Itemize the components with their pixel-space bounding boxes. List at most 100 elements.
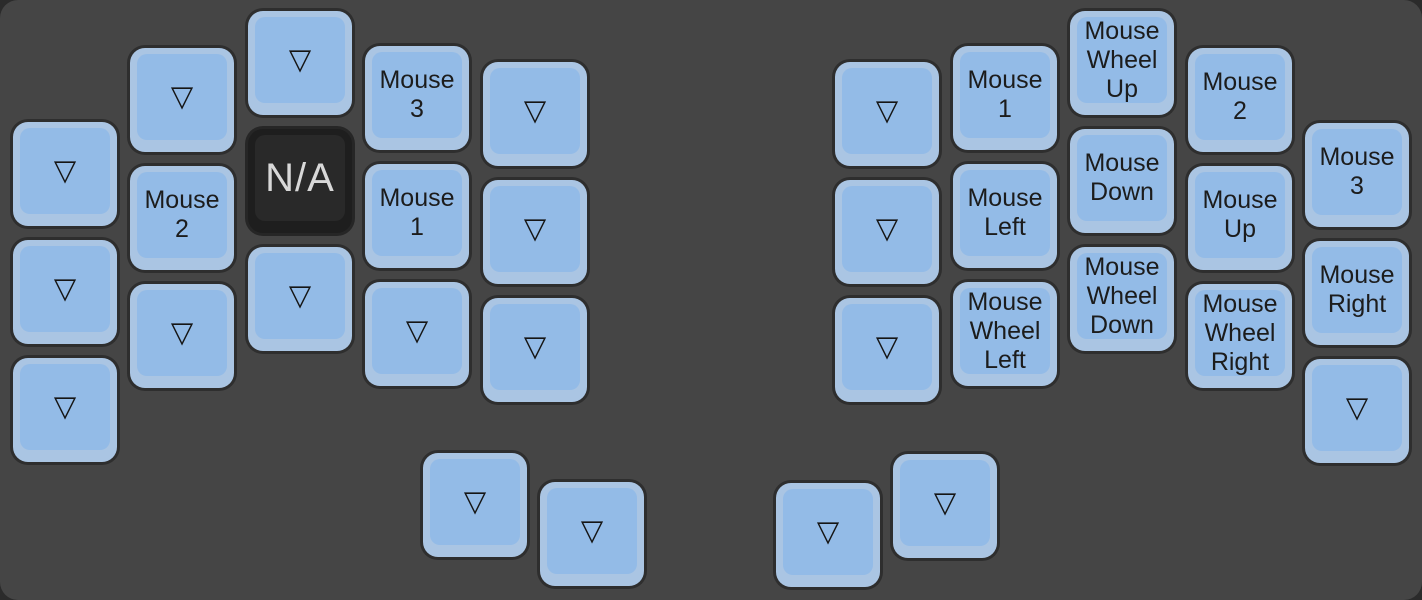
keycap-top: Mouse 3 (1312, 129, 1402, 215)
key-transparent[interactable]: ▽ (776, 483, 880, 587)
transparent-binding-icon: ▽ (463, 485, 487, 518)
key-label: Mouse Up (1202, 186, 1278, 243)
keycap-top: ▽ (900, 460, 990, 546)
transparent-binding-icon: ▽ (933, 486, 957, 519)
keycap-top: ▽ (842, 304, 932, 390)
key-mouse-wheel-right[interactable]: Mouse Wheel Right (1188, 284, 1292, 388)
key-transparent[interactable]: ▽ (483, 62, 587, 166)
key-transparent[interactable]: ▽ (835, 298, 939, 402)
key-transparent[interactable]: ▽ (13, 358, 117, 462)
keycap-top: Mouse Wheel Up (1077, 17, 1167, 103)
key-mouse-1[interactable]: Mouse 1 (365, 164, 469, 268)
key-mouse-2[interactable]: Mouse 2 (130, 166, 234, 270)
keycap-top: ▽ (842, 68, 932, 154)
key-mouse-left[interactable]: Mouse Left (953, 164, 1057, 268)
keycap-top: Mouse Wheel Right (1195, 290, 1285, 376)
keycap-top: Mouse 2 (1195, 54, 1285, 140)
key-label: Mouse 1 (379, 184, 455, 241)
transparent-binding-icon: ▽ (53, 154, 77, 187)
key-mouse-3[interactable]: Mouse 3 (1305, 123, 1409, 227)
key-mouse-right[interactable]: Mouse Right (1305, 241, 1409, 345)
keycap-top: ▽ (842, 186, 932, 272)
keycap-top: ▽ (490, 186, 580, 272)
key-transparent[interactable]: ▽ (13, 122, 117, 226)
key-transparent[interactable]: ▽ (835, 62, 939, 166)
transparent-binding-icon: ▽ (580, 514, 604, 547)
transparent-binding-icon: ▽ (875, 94, 899, 127)
key-mouse-wheel-left[interactable]: Mouse Wheel Left (953, 282, 1057, 386)
key-label: Mouse Right (1319, 261, 1395, 318)
key-transparent[interactable]: ▽ (130, 48, 234, 152)
key-mouse-3[interactable]: Mouse 3 (365, 46, 469, 150)
keycap-top: ▽ (20, 128, 110, 214)
keycap-top: ▽ (20, 364, 110, 450)
key-mouse-wheel-down[interactable]: Mouse Wheel Down (1070, 247, 1174, 351)
keycap-top: ▽ (783, 489, 873, 575)
keycap-top: N/A (255, 135, 345, 221)
key-transparent[interactable]: ▽ (13, 240, 117, 344)
key-transparent[interactable]: ▽ (248, 11, 352, 115)
key-transparent[interactable]: ▽ (1305, 359, 1409, 463)
keycap-top: ▽ (490, 68, 580, 154)
key-label: Mouse Left (967, 184, 1043, 241)
keycap-top: Mouse 1 (960, 52, 1050, 138)
key-none[interactable]: N/A (248, 129, 352, 233)
key-mouse-up[interactable]: Mouse Up (1188, 166, 1292, 270)
keycap-top: Mouse Down (1077, 135, 1167, 221)
keycap-top: ▽ (547, 488, 637, 574)
key-transparent[interactable]: ▽ (483, 180, 587, 284)
transparent-binding-icon: ▽ (523, 330, 547, 363)
key-label: Mouse 2 (144, 186, 220, 243)
keycap-top: Mouse Left (960, 170, 1050, 256)
key-transparent[interactable]: ▽ (483, 298, 587, 402)
transparent-binding-icon: ▽ (875, 330, 899, 363)
transparent-binding-icon: ▽ (816, 515, 840, 548)
keycap-top: Mouse 1 (372, 170, 462, 256)
keycap-top: ▽ (430, 459, 520, 545)
key-label: Mouse Wheel Up (1084, 17, 1160, 103)
key-label: Mouse 2 (1202, 68, 1278, 125)
key-mouse-down[interactable]: Mouse Down (1070, 129, 1174, 233)
key-mouse-wheel-up[interactable]: Mouse Wheel Up (1070, 11, 1174, 115)
transparent-binding-icon: ▽ (875, 212, 899, 245)
keycap-top: ▽ (137, 54, 227, 140)
key-transparent[interactable]: ▽ (835, 180, 939, 284)
transparent-binding-icon: ▽ (288, 43, 312, 76)
keycap-top: Mouse Wheel Left (960, 288, 1050, 374)
transparent-binding-icon: ▽ (53, 272, 77, 305)
transparent-binding-icon: ▽ (53, 390, 77, 423)
transparent-binding-icon: ▽ (405, 314, 429, 347)
keycap-top: Mouse 3 (372, 52, 462, 138)
key-mouse-2[interactable]: Mouse 2 (1188, 48, 1292, 152)
key-label: Mouse Wheel Left (967, 288, 1043, 374)
key-transparent[interactable]: ▽ (130, 284, 234, 388)
transparent-binding-icon: ▽ (170, 80, 194, 113)
transparent-binding-icon: ▽ (170, 316, 194, 349)
key-transparent[interactable]: ▽ (248, 247, 352, 351)
transparent-binding-icon: ▽ (1345, 391, 1369, 424)
keycap-top: Mouse Right (1312, 247, 1402, 333)
transparent-binding-icon: ▽ (523, 94, 547, 127)
keycap-top: Mouse 2 (137, 172, 227, 258)
key-label: Mouse 3 (379, 66, 455, 123)
keycap-top: ▽ (255, 17, 345, 103)
transparent-binding-icon: ▽ (523, 212, 547, 245)
key-label: Mouse Wheel Right (1202, 290, 1278, 376)
key-transparent[interactable]: ▽ (365, 282, 469, 386)
keycap-top: ▽ (1312, 365, 1402, 451)
key-label: Mouse Wheel Down (1084, 253, 1160, 339)
key-transparent[interactable]: ▽ (423, 453, 527, 557)
key-label: N/A (265, 155, 335, 200)
keycap-top: ▽ (20, 246, 110, 332)
key-transparent[interactable]: ▽ (893, 454, 997, 558)
key-transparent[interactable]: ▽ (540, 482, 644, 586)
keycap-top: ▽ (372, 288, 462, 374)
keycap-top: Mouse Wheel Down (1077, 253, 1167, 339)
key-label: Mouse Down (1084, 149, 1160, 206)
keycap-top: Mouse Up (1195, 172, 1285, 258)
keycap-top: ▽ (137, 290, 227, 376)
keycap-top: ▽ (255, 253, 345, 339)
key-mouse-1[interactable]: Mouse 1 (953, 46, 1057, 150)
key-label: Mouse 1 (967, 66, 1043, 123)
